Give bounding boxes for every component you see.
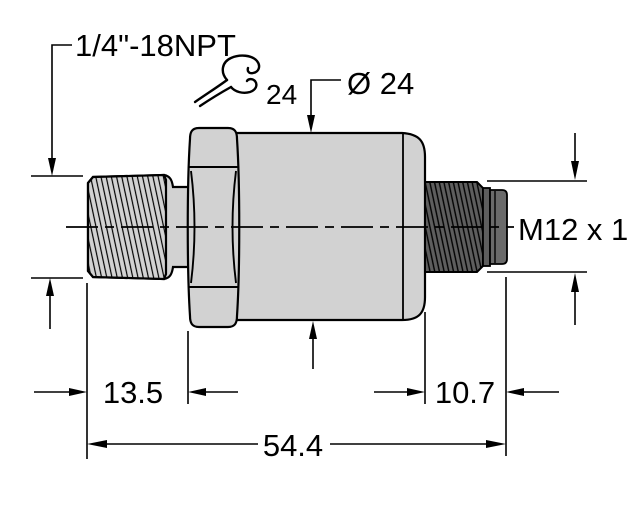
dim-13-5-arrow-right-icon — [69, 388, 87, 396]
body-diameter-label: Ø 24 — [347, 66, 414, 101]
dim-13-5-arrow-left-icon — [188, 388, 206, 396]
wrench-icon — [193, 54, 261, 108]
hex-nut — [186, 126, 241, 329]
dim-10-7-arrow-right-icon — [407, 388, 425, 396]
npt-leader-line — [51, 44, 72, 158]
diameter-arrow-down-icon — [307, 115, 315, 133]
total-length-dimension: 54.4 — [263, 428, 323, 463]
connector-collar — [482, 187, 491, 267]
dim-54-4-arrow-left-icon — [87, 440, 107, 448]
diameter-leader-line — [310, 79, 341, 116]
dim-10-7-arrow-left-icon — [506, 388, 524, 396]
npt-thread-label: 1/4"-18NPT — [75, 28, 236, 63]
m12-arrow-down-icon — [571, 161, 579, 180]
npt-arrow-down-icon — [48, 158, 56, 176]
connector-length-dimension: 10.7 — [435, 375, 495, 410]
connector-thread-label: M12 x 1 — [518, 212, 628, 247]
dim-54-4-arrow-right-icon — [486, 440, 506, 448]
wrench-size-label: 24 — [266, 79, 297, 110]
npt-arrow-up-icon — [46, 278, 54, 296]
thread-length-dimension: 13.5 — [103, 375, 163, 410]
diameter-arrow-up-icon — [309, 321, 317, 339]
m12-arrow-up-icon — [571, 273, 579, 292]
